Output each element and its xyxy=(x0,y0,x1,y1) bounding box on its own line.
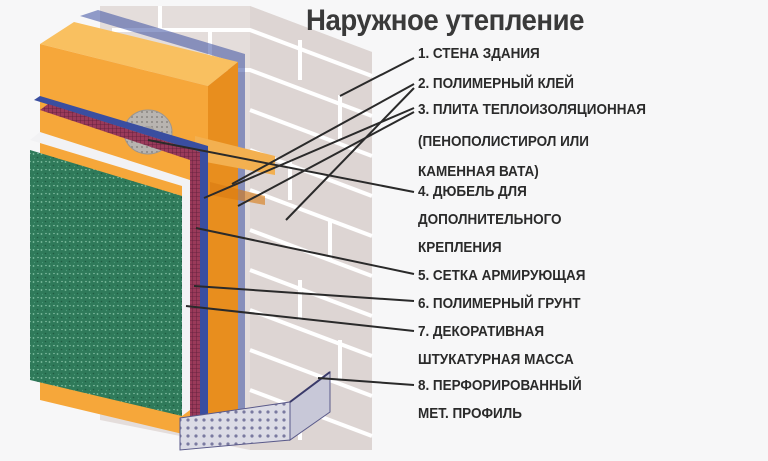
perforated-profile xyxy=(179,371,331,451)
leader-6 xyxy=(193,285,415,302)
plaster-edge xyxy=(182,188,190,416)
legend-text-8-line-1: ПЕРФОРИРОВАННЫЙ xyxy=(432,377,582,394)
legend-text-7-line-2: ШТУКАТУРНАЯ МАССА xyxy=(418,351,574,368)
legend-text-8-line-2: МЕТ. ПРОФИЛЬ xyxy=(418,405,522,422)
legend-num-5: 5. xyxy=(418,267,430,284)
decorative-plaster xyxy=(30,150,182,416)
legend-text-1: СТЕНА ЗДАНИЯ xyxy=(432,45,540,62)
legend-num-1: 1. xyxy=(418,45,430,62)
legend-text-3-line-3: КАМЕННАЯ ВАТА) xyxy=(418,163,539,180)
legend-text-3-line-1: ПЛИТА ТЕПЛОИЗОЛЯЦИОННАЯ xyxy=(432,101,646,118)
legend-text-4-line-2: ДОПОЛНИТЕЛЬНОГО xyxy=(418,211,562,228)
legend-text-2: ПОЛИМЕРНЫЙ КЛЕЙ xyxy=(432,75,575,92)
legend-text-5: СЕТКА АРМИРУЮЩАЯ xyxy=(432,267,586,284)
legend-num-6: 6. xyxy=(418,295,430,312)
legend-text-7-line-1: ДЕКОРАТИВНАЯ xyxy=(432,323,545,340)
leader-1 xyxy=(339,57,415,97)
legend-item-4: 4.ДЮБЕЛЬ ДЛЯ ДОПОЛНИТЕЛЬНОГО КРЕПЛЕНИЯ xyxy=(418,178,562,262)
leader-8 xyxy=(317,377,415,386)
page-title: Наружное утепление xyxy=(306,4,585,37)
leader-4 xyxy=(147,139,415,193)
legend-item-8: 8.ПЕРФОРИРОВАННЫЙ МЕТ. ПРОФИЛЬ xyxy=(418,372,582,428)
legend-num-7: 7. xyxy=(418,323,430,340)
legend-num-2: 2. xyxy=(418,75,430,92)
legend-item-1: 1.СТЕНА ЗДАНИЯ xyxy=(418,40,540,68)
leader-2b xyxy=(285,87,415,221)
legend-text-3-line-2: (ПЕНОПОЛИСТИРОЛ ИЛИ xyxy=(418,133,589,150)
legend-num-4: 4. xyxy=(418,183,430,200)
legend-text-4-line-1: ДЮБЕЛЬ ДЛЯ xyxy=(432,183,527,200)
legend-item-3: 3.ПЛИТА ТЕПЛОИЗОЛЯЦИОННАЯ (ПЕНОПОЛИСТИРО… xyxy=(418,96,646,186)
leader-3b xyxy=(237,111,415,207)
legend-item-7: 7.ДЕКОРАТИВНАЯ ШТУКАТУРНАЯ МАССА xyxy=(418,318,574,374)
legend-item-6: 6.ПОЛИМЕРНЫЙ ГРУНТ xyxy=(418,290,580,318)
leader-2a xyxy=(231,83,415,185)
leader-5 xyxy=(195,227,415,275)
legend-item-2: 2.ПОЛИМЕРНЫЙ КЛЕЙ xyxy=(418,70,574,98)
legend-text-4-line-3: КРЕПЛЕНИЯ xyxy=(418,239,502,256)
legend-num-3: 3. xyxy=(418,101,430,118)
leader-lines xyxy=(147,57,415,386)
leader-3a xyxy=(203,107,415,199)
legend-text-6: ПОЛИМЕРНЫЙ ГРУНТ xyxy=(432,295,581,312)
leader-7 xyxy=(185,305,415,332)
legend-item-5: 5.СЕТКА АРМИРУЮЩАЯ xyxy=(418,262,585,290)
legend-num-8: 8. xyxy=(418,377,430,394)
